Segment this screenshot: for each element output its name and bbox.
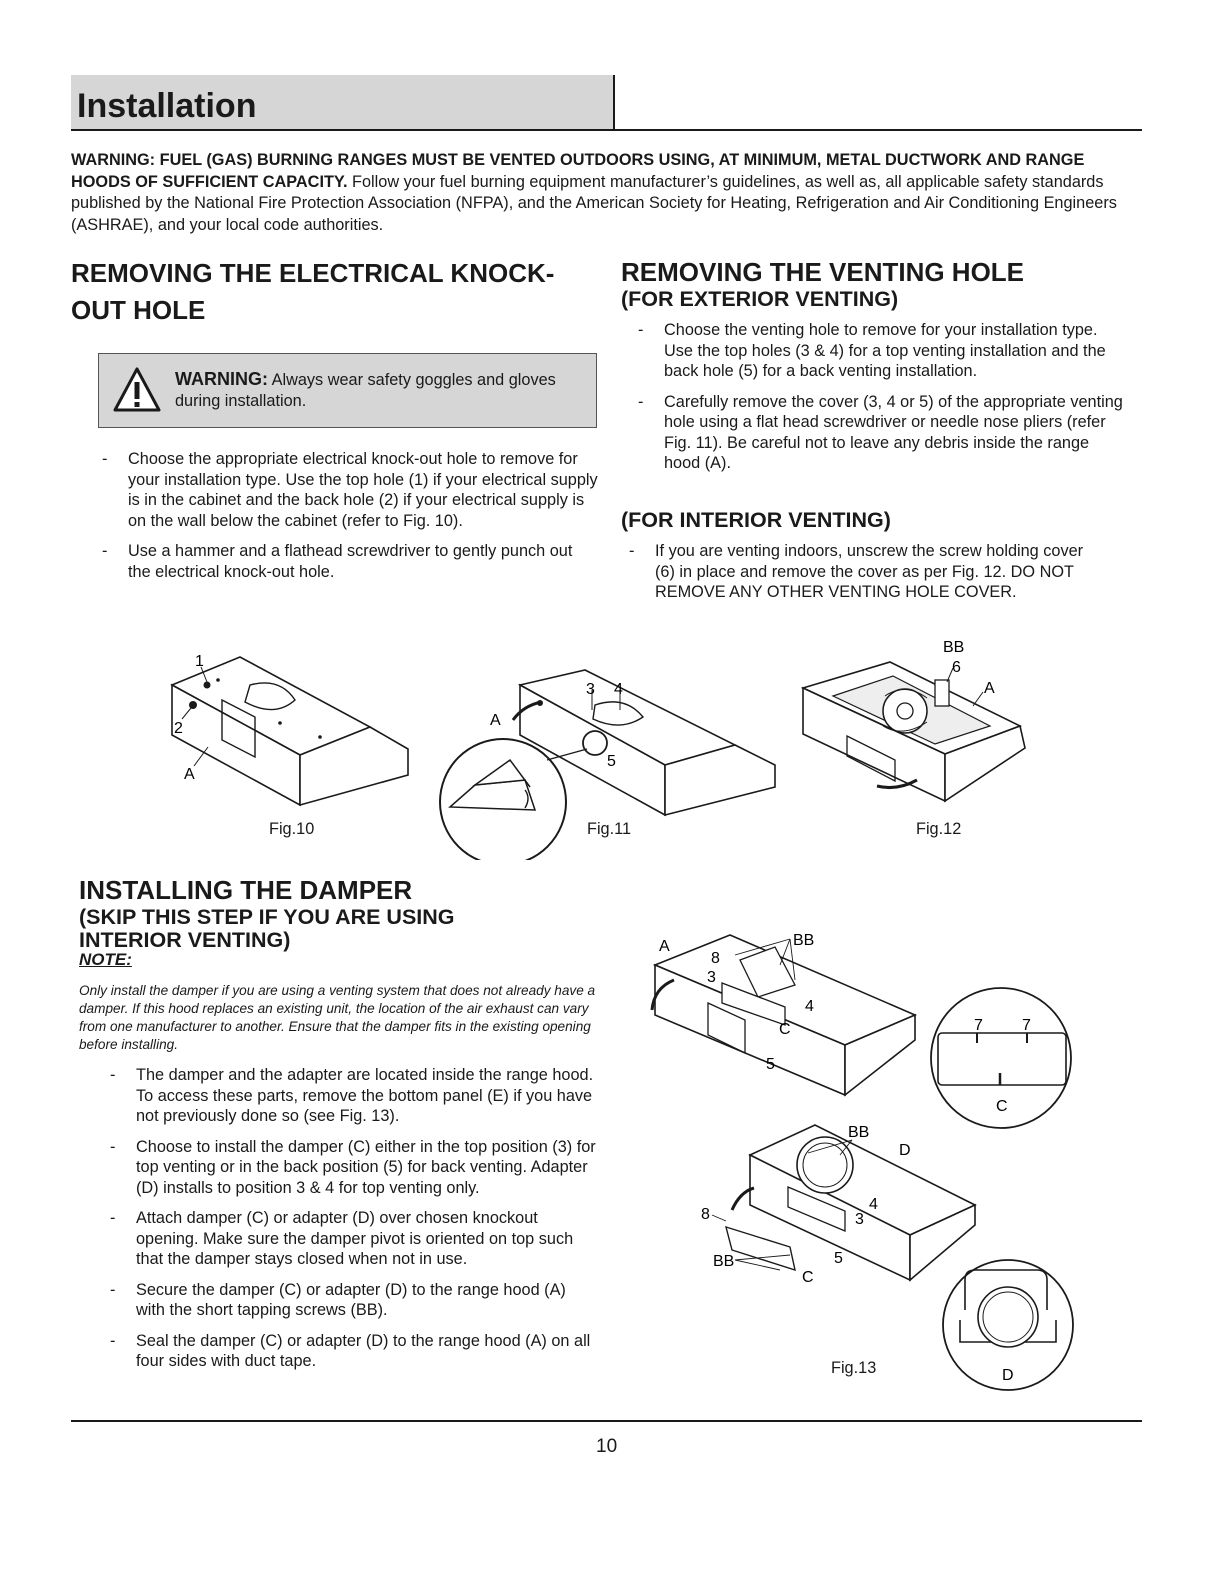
- exterior-step-1: Choose the venting hole to remove for yo…: [664, 321, 1106, 380]
- list-item: -Choose to install the damper (C) either…: [110, 1137, 596, 1197]
- fig10-callout-2: 2: [174, 720, 183, 737]
- fig13-callout-8-top: 8: [711, 950, 720, 967]
- fig13-callout-4-top: 4: [805, 998, 814, 1015]
- fig13-callout-a: A: [659, 938, 670, 955]
- warning-box: WARNING: Always wear safety goggles and …: [98, 353, 597, 428]
- fig13-callout-c-detail: C: [996, 1098, 1008, 1115]
- fig13-callout-4-low: 4: [869, 1196, 878, 1213]
- fig10-callout-a: A: [184, 766, 195, 783]
- damper-step-5: Seal the damper (C) or adapter (D) to th…: [136, 1331, 591, 1371]
- damper-subtitle-line2: INTERIOR VENTING): [79, 928, 291, 952]
- electrical-title-line2: OUT HOLE: [71, 295, 206, 325]
- list-item: -Choose the venting hole to remove for y…: [638, 321, 1106, 380]
- venting-section: REMOVING THE VENTING HOLE (FOR EXTERIOR …: [621, 257, 1141, 312]
- fig13-callout-bb-low: BB: [713, 1253, 734, 1270]
- list-item: -The damper and the adapter are located …: [110, 1066, 594, 1125]
- fig13-callout-c-low: C: [802, 1269, 814, 1286]
- list-item: -If you are venting indoors, unscrew the…: [629, 542, 1084, 601]
- list-item: -Choose the appropriate electrical knock…: [102, 450, 598, 530]
- venting-title: REMOVING THE VENTING HOLE: [621, 257, 1025, 287]
- fig11-callout-a: A: [490, 712, 501, 729]
- damper-section: INSTALLING THE DAMPER (SKIP THIS STEP IF…: [79, 875, 609, 1054]
- damper-title: INSTALLING THE DAMPER: [79, 875, 413, 905]
- exterior-subtitle: (FOR EXTERIOR VENTING): [621, 287, 899, 311]
- warning-box-text: WARNING: Always wear safety goggles and …: [175, 369, 575, 412]
- fig13-label: Fig.13: [831, 1359, 877, 1377]
- damper-step-2: Choose to install the damper (C) either …: [136, 1137, 596, 1197]
- fig13-callout-8-low: 8: [701, 1206, 710, 1223]
- fig12-callout-a: A: [984, 680, 995, 697]
- damper-subtitle-line1: (SKIP THIS STEP IF YOU ARE USING: [79, 905, 455, 929]
- fig13-callout-d-detail: D: [1002, 1367, 1014, 1384]
- list-item: -Carefully remove the cover (3, 4 or 5) …: [638, 392, 1123, 473]
- fig11-callout-5: 5: [607, 753, 616, 770]
- fig11-callout-3: 3: [586, 681, 595, 698]
- list-item: -Secure the damper (C) or adapter (D) to…: [110, 1280, 566, 1320]
- title-bar: Installation: [71, 75, 615, 130]
- note-text: Only install the damper if you are using…: [79, 983, 596, 1052]
- list-item: -Attach damper (C) or adapter (D) over c…: [110, 1209, 574, 1268]
- electrical-step-1: Choose the appropriate electrical knock-…: [128, 450, 598, 530]
- list-item: -Seal the damper (C) or adapter (D) to t…: [110, 1331, 591, 1371]
- fig13-callout-3-top: 3: [707, 969, 716, 986]
- fig12-label: Fig.12: [916, 820, 962, 838]
- fig13-callout-7-right: 7: [1022, 1017, 1031, 1034]
- fig12-range-hood-illustration: BB 6 A: [800, 639, 1026, 803]
- fig13-callout-3-low: 3: [855, 1211, 864, 1228]
- fig11-callout-4: 4: [614, 681, 623, 698]
- fig12-callout-6: 6: [952, 659, 961, 676]
- fig13-damper-illustration: A BB 8 3 4 C 5 7 7 C BB D 4 3 8 BB 5 C D: [650, 932, 1074, 1391]
- intro-warning-bold: WARNING: FUEL (GAS) BURNING RANGES MUST …: [71, 151, 1085, 191]
- warning-triangle-icon: [113, 367, 161, 412]
- fig10-callout-1: 1: [195, 653, 204, 670]
- interior-subtitle: (FOR INTERIOR VENTING): [621, 508, 891, 532]
- warning-message: Always wear safety goggles and gloves du…: [175, 371, 556, 410]
- exterior-steps: -Choose the venting hole to remove for y…: [638, 320, 1124, 484]
- fig10-label: Fig.10: [269, 820, 315, 838]
- footer-rule: [71, 1420, 1142, 1422]
- intro-warning: WARNING: FUEL (GAS) BURNING RANGES MUST …: [71, 150, 1146, 236]
- intro-warning-text: Follow your fuel burning equipment manuf…: [71, 172, 1117, 234]
- fig13-callout-c-top: C: [779, 1021, 791, 1038]
- electrical-section: REMOVING THE ELECTRICAL KNOCK- OUT HOLE: [71, 255, 591, 329]
- fig13-callout-5-low: 5: [834, 1250, 843, 1267]
- damper-step-3: Attach damper (C) or adapter (D) over ch…: [136, 1209, 574, 1268]
- interior-step-1: If you are venting indoors, unscrew the …: [655, 542, 1084, 601]
- fig13-callout-5-top: 5: [766, 1056, 775, 1073]
- fig13-callout-7-left: 7: [974, 1017, 983, 1034]
- note-heading: NOTE:: [79, 950, 132, 969]
- damper-step-1: The damper and the adapter are located i…: [136, 1066, 594, 1125]
- interior-steps: -If you are venting indoors, unscrew the…: [629, 541, 1100, 613]
- electrical-step-2: Use a hammer and a flathead screwdriver …: [128, 542, 573, 581]
- electrical-title-line1: REMOVING THE ELECTRICAL KNOCK-: [71, 258, 555, 288]
- fig11-range-hood-illustration: 3 4 A 5: [439, 669, 776, 860]
- exterior-step-2: Carefully remove the cover (3, 4 or 5) o…: [664, 392, 1123, 473]
- electrical-steps: -Choose the appropriate electrical knock…: [102, 449, 598, 592]
- damper-steps: -The damper and the adapter are located …: [110, 1065, 596, 1382]
- fig13-callout-bb-top: BB: [793, 932, 814, 949]
- damper-step-4: Secure the damper (C) or adapter (D) to …: [136, 1280, 566, 1320]
- header-rule: [71, 129, 1142, 131]
- list-item: -Use a hammer and a flathead screwdriver…: [102, 542, 573, 581]
- fig10-range-hood-illustration: 1 2 A: [170, 653, 409, 807]
- fig12-callout-bb: BB: [943, 639, 964, 656]
- page-number: 10: [596, 1436, 618, 1457]
- page-title: Installation: [77, 87, 257, 125]
- fig11-label: Fig.11: [587, 820, 632, 838]
- warning-label: WARNING:: [175, 369, 268, 389]
- fig13-callout-d-mid: D: [899, 1142, 911, 1159]
- fig13-callout-bb-mid: BB: [848, 1124, 869, 1141]
